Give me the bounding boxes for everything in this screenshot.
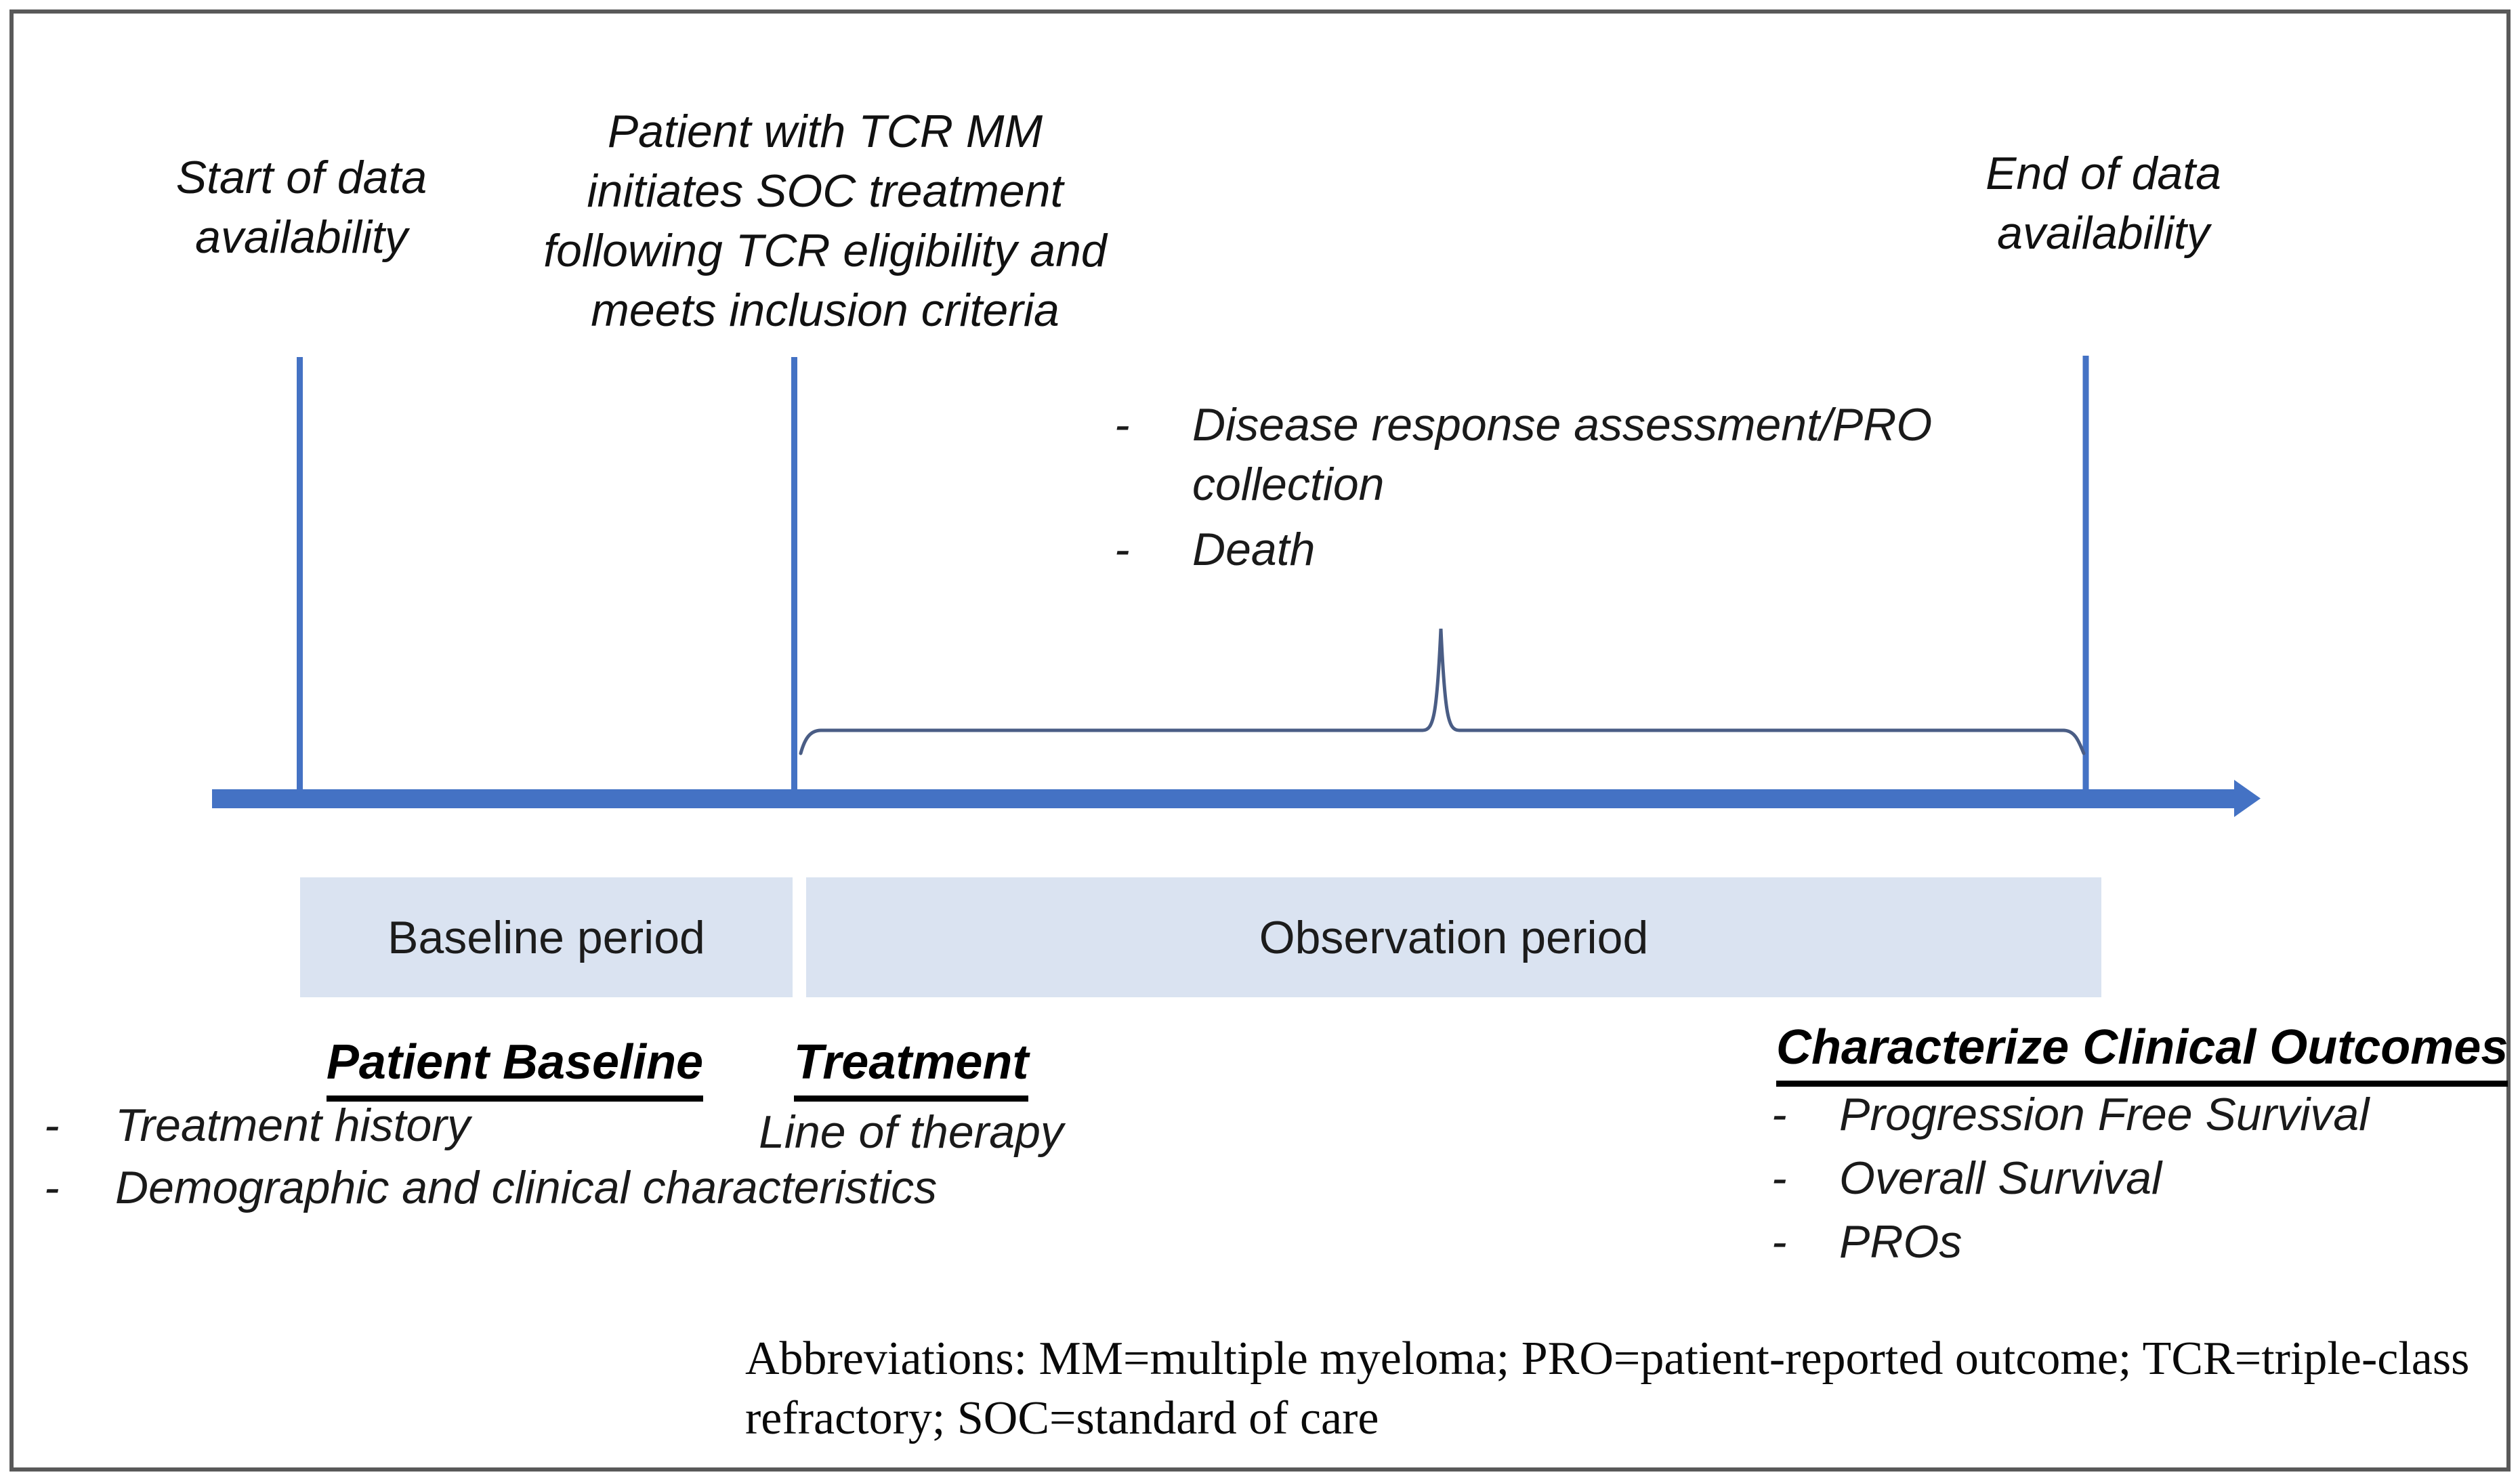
observation-event-text: Death [1192,524,1316,575]
baseline-period-label: Baseline period [387,911,705,963]
list-item: - Overall Survival [1771,1146,2517,1210]
abbreviations-footnote: Abbreviations: MM=multiple myeloma; PRO=… [745,1333,2470,1444]
observation-period-label: Observation period [1259,911,1649,963]
bullet-dash: - [1114,524,1130,575]
clinical-outcomes-heading-text: Characterize Clinical Outcomes [1776,1020,2508,1087]
patient-baseline-heading: Patient Baseline [278,1035,752,1102]
end-of-data-label: End of data availability [1986,148,2221,259]
timeline-arrowhead [2234,780,2261,817]
timeline-bar [212,789,2238,808]
observation-period-box: Observation period [806,877,2101,997]
list-item: - Treatment history [44,1094,1141,1156]
outcome-item-text: PROs [1839,1216,1962,1268]
patient-baseline-list: - Treatment history - Demographic and cl… [44,1094,1141,1219]
list-item: - Disease response assessment/PRO collec… [1114,395,2063,514]
baseline-period-box: Baseline period [300,877,793,997]
observation-events-list: - Disease response assessment/PRO collec… [1114,395,2063,585]
list-item: - Progression Free Survival [1771,1083,2517,1146]
bullet-dash: - [44,1100,60,1151]
start-of-data-label: Start of data availability [175,152,427,263]
bullet-dash: - [1771,1216,1787,1268]
treatment-heading-text: Treatment [793,1035,1029,1102]
line-of-therapy-label: Line of therapy [759,1106,1064,1158]
treatment-initiation-label: Patient with TCR MM initiates SOC treatm… [543,106,1107,336]
outcome-item-text: Overall Survival [1839,1152,2162,1204]
list-item: - PROs [1771,1210,2517,1274]
clinical-outcomes-heading: Characterize Clinical Outcomes [1776,1020,2508,1087]
bullet-dash: - [1771,1152,1787,1204]
clinical-outcomes-list: - Progression Free Survival - Overall Su… [1771,1083,2517,1274]
list-item: - Death [1114,520,2063,579]
observation-brace [799,628,2086,755]
baseline-item-text: Treatment history [115,1100,471,1151]
observation-event-text: Disease response assessment/PRO collecti… [1192,399,1933,510]
outcome-item-text: Progression Free Survival [1839,1089,2370,1140]
bullet-dash: - [1771,1089,1787,1140]
bullet-dash: - [44,1162,60,1213]
list-item: - Demographic and clinical characteristi… [44,1156,1141,1219]
bullet-dash: - [1114,399,1130,451]
treatment-heading: Treatment [708,1035,1114,1102]
baseline-item-text: Demographic and clinical characteristics [115,1162,938,1213]
patient-baseline-heading-text: Patient Baseline [326,1035,704,1102]
figure-border [9,9,2511,1472]
